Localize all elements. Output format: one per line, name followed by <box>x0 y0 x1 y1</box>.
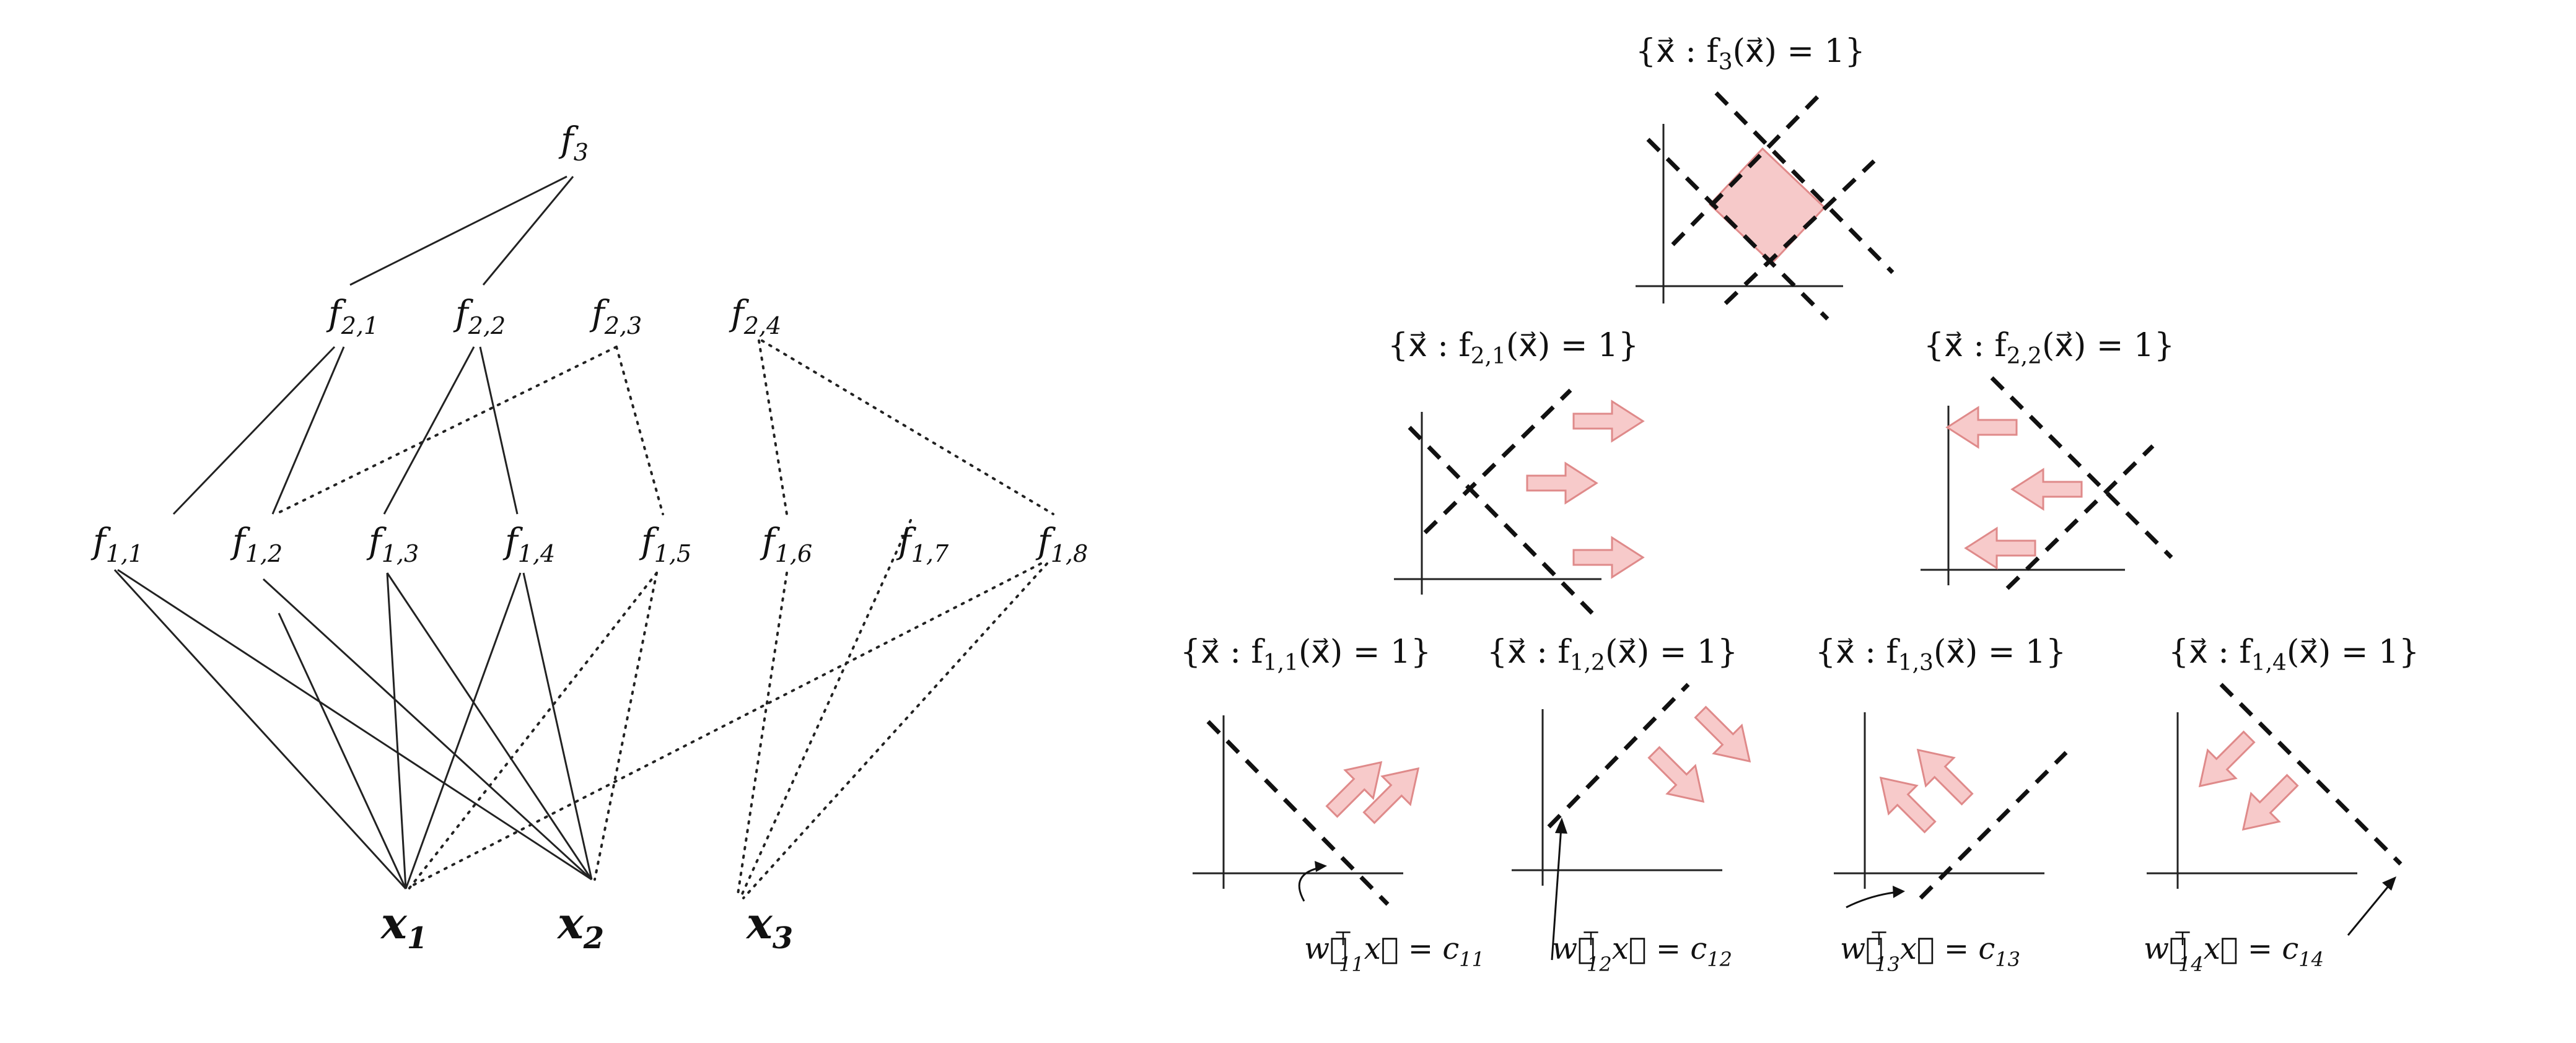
node-f1-5: f1,5 <box>639 522 691 567</box>
network-diagram: f3 f2,1 f2,2 f2,3 f2,4 f1,1 f1,2 f1,3 f1… <box>90 120 1088 956</box>
edge-f15-x1 <box>408 572 658 890</box>
edge-f11-x1 <box>113 569 407 890</box>
node-f2-4: f2,4 <box>729 294 781 339</box>
panel-f13-equation: w⃗⊤13x⃗ = c13 <box>1840 927 2020 976</box>
node-f1-4: f1,4 <box>502 522 555 567</box>
panel-f21: {x⃗ : f2,1(x⃗) = 1} <box>1388 327 1644 615</box>
panel-f22-arrow-1 <box>1946 406 2018 448</box>
panel-f3-boundary-1 <box>1671 94 1820 247</box>
node-f1-1: f1,1 <box>90 522 143 567</box>
panel-f11: {x⃗ : f1,1(x⃗) = 1} w⃗⊤11x⃗ = c11 <box>1180 634 1484 976</box>
edge-f18-x3 <box>742 562 1048 899</box>
node-f1-6: f1,6 <box>760 522 812 567</box>
edge-f21-f12 <box>271 346 345 515</box>
panel-f22-boundary-1 <box>1990 376 2173 559</box>
panel-f21-title: {x⃗ : f2,1(x⃗) = 1} <box>1388 327 1639 369</box>
panel-f12-equation: w⃗⊤12x⃗ = c12 <box>1552 927 1732 976</box>
node-f2-3: f2,3 <box>589 294 642 339</box>
panel-f22-arrow-3 <box>1965 527 2036 569</box>
panel-f22-title: {x⃗ : f2,2(x⃗) = 1} <box>1924 327 2175 369</box>
edge-f13-x1 <box>386 572 407 889</box>
panel-f12-title: {x⃗ : f1,2(x⃗) = 1} <box>1487 634 1738 676</box>
panel-f13-pointer-head <box>1893 886 1905 898</box>
panel-f11-title: {x⃗ : f1,1(x⃗) = 1} <box>1180 634 1431 676</box>
network-edges <box>113 175 1054 899</box>
edge-f24-f16 <box>758 339 788 515</box>
panel-f21-arrow-1 <box>1572 400 1644 442</box>
panel-f21-boundary-2 <box>1408 425 1594 615</box>
node-f1-2: f1,2 <box>230 522 283 567</box>
edge-f22-f14 <box>479 346 519 515</box>
panel-f13-pointer <box>1846 891 1899 909</box>
node-f1-8: f1,8 <box>1035 522 1088 567</box>
input-x3: x3 <box>745 897 793 956</box>
panel-f12-arrow-1 <box>1685 697 1765 777</box>
panel-f21-arrow-2 <box>1526 462 1598 504</box>
panel-f13: {x⃗ : f1,3(x⃗) = 1} w⃗⊤13x⃗ = c13 <box>1815 634 2068 976</box>
edge-f17-x3 <box>739 519 912 899</box>
panel-f22-boundary-2 <box>2005 444 2155 590</box>
edge-f3-f22 <box>482 176 574 286</box>
node-f3: f3 <box>558 120 589 166</box>
edge-f15-x2 <box>594 572 658 881</box>
node-f2-1: f2,1 <box>326 294 379 339</box>
edge-f18-x1 <box>411 562 1042 887</box>
edge-f12-x2 <box>262 578 593 881</box>
panel-f14-arrow-1 <box>2184 722 2264 801</box>
panel-f14-pointer-head <box>2382 876 2396 891</box>
node-f1-7: f1,7 <box>896 522 949 567</box>
panel-f11-equation: w⃗⊤11x⃗ = c11 <box>1304 927 1484 976</box>
edge-f22-f13 <box>383 346 475 515</box>
edge-f16-x3 <box>736 572 788 899</box>
edge-f24-f18 <box>761 339 1054 515</box>
panel-f22-arrow-2 <box>2011 468 2083 510</box>
panel-f3-boundary-3 <box>1646 137 1829 321</box>
panel-f14-title: {x⃗ : f1,4(x⃗) = 1} <box>2168 634 2419 676</box>
edge-f23-f15 <box>615 346 664 515</box>
panel-f3-region <box>1708 147 1826 265</box>
edge-f14-x1 <box>405 572 522 889</box>
panel-f3-title: {x⃗ : f3(x⃗) = 1} <box>1636 33 1865 75</box>
panel-f3-boundary-2 <box>1714 91 1895 274</box>
panel-f14-equation: w⃗⊤14x⃗ = c14 <box>2144 927 2324 976</box>
panel-f12: {x⃗ : f1,2(x⃗) = 1} w⃗⊤12x⃗ = c12 <box>1487 634 1765 976</box>
panel-f3: {x⃗ : f3(x⃗) = 1} <box>1636 33 1895 321</box>
panel-f11-boundary <box>1206 720 1390 906</box>
panel-f11-pointer <box>1298 866 1323 902</box>
panel-f12-pointer <box>1551 826 1562 961</box>
panel-f22: {x⃗ : f2,2(x⃗) = 1} <box>1921 327 2175 590</box>
panel-f12-arrow-2 <box>1639 737 1719 817</box>
panel-f14-pointer <box>2347 882 2393 936</box>
panel-f12-pointer-head <box>1555 818 1567 834</box>
edge-f14-x2 <box>522 572 593 880</box>
edge-f13-x2 <box>386 572 593 880</box>
input-x1: x1 <box>380 897 427 956</box>
edge-f23-f12 <box>274 346 618 515</box>
panel-f12-boundary <box>1547 683 1690 829</box>
panel-f13-title: {x⃗ : f1,3(x⃗) = 1} <box>1815 634 2066 676</box>
edge-f11-x2 <box>117 569 592 881</box>
panel-f14-arrow-2 <box>2228 765 2308 845</box>
panel-f14: {x⃗ : f1,4(x⃗) = 1} w⃗⊤14x⃗ = c14 <box>2144 634 2419 976</box>
edge-f12-x1 <box>278 613 407 889</box>
panel-f21-arrow-3 <box>1572 536 1644 578</box>
panel-f13-boundary <box>1919 751 2068 900</box>
node-f1-3: f1,3 <box>366 522 419 567</box>
panel-f3-boundary-4 <box>1724 159 1876 305</box>
panel-f21-boundary-1 <box>1423 388 1572 535</box>
panel-f11-pointer-head <box>1315 861 1327 872</box>
panel-f14-boundary <box>2219 683 2403 866</box>
edge-f3-f21 <box>349 175 567 286</box>
node-f2-2: f2,2 <box>453 294 506 339</box>
input-x2: x2 <box>556 897 604 956</box>
edge-f21-f11 <box>172 346 336 515</box>
